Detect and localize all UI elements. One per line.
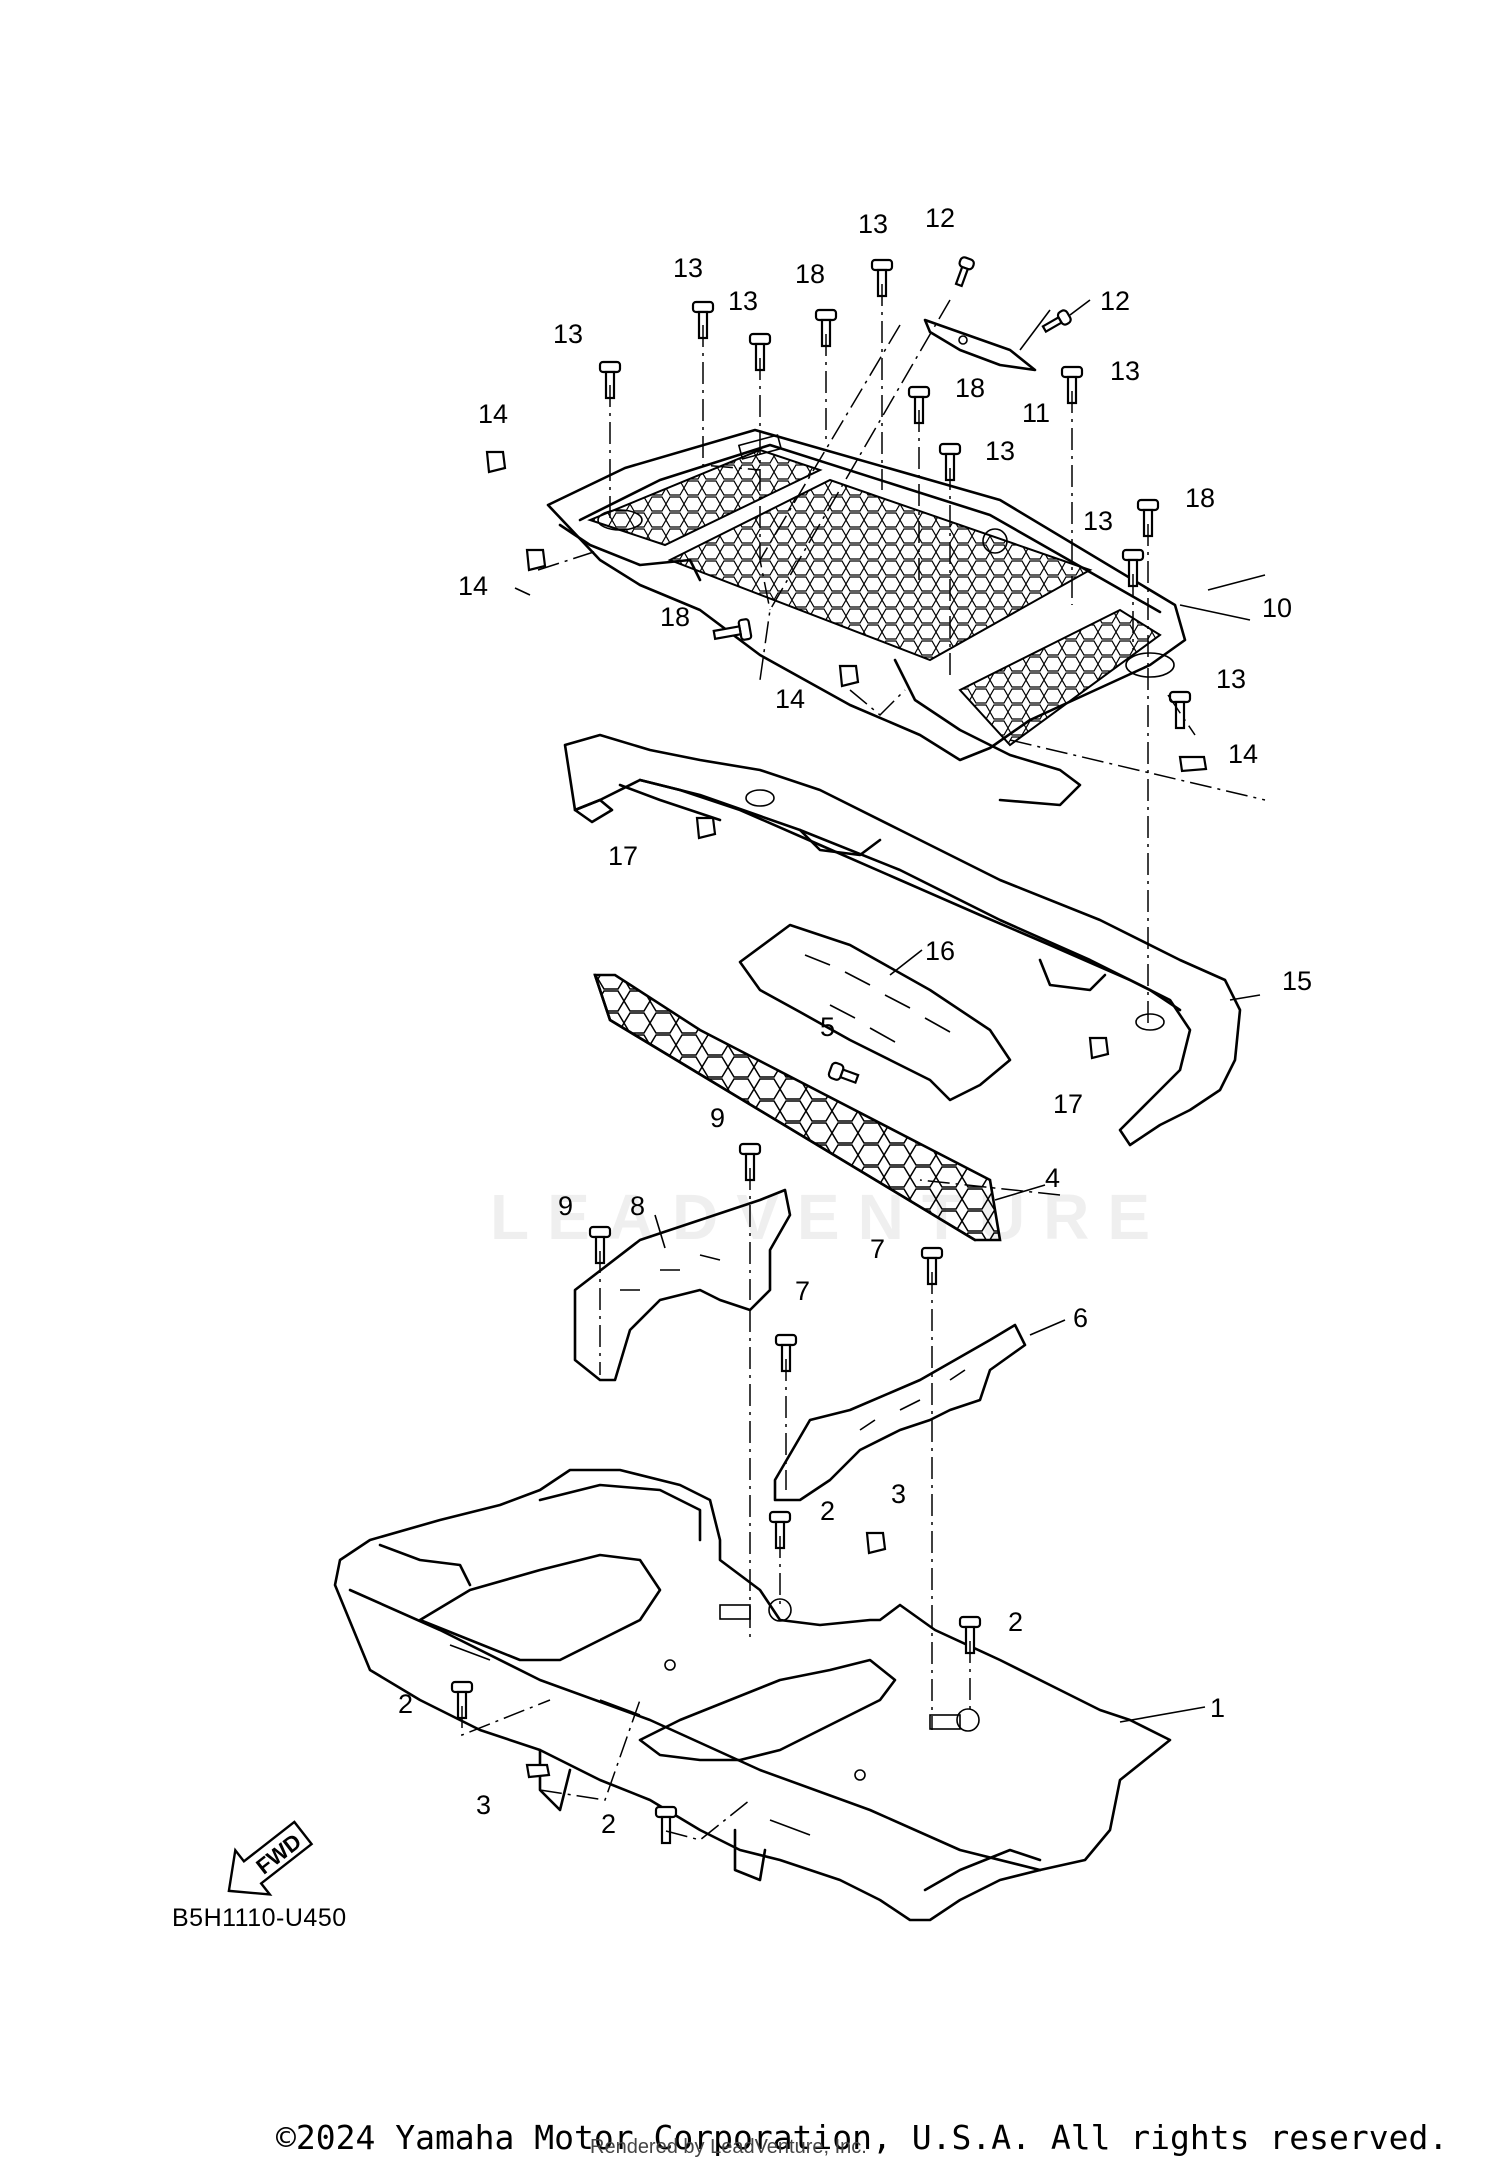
callout-13: 13 [1110,356,1140,386]
callout-18: 18 [1185,483,1215,513]
callout-13: 13 [553,319,583,349]
callout-11: 11 [1022,398,1050,428]
bolt-icon [738,1142,762,1182]
callout-7: 7 [870,1234,885,1264]
callout-2: 2 [1008,1607,1023,1637]
clip-icon [695,816,717,840]
bracket-part-6[interactable] [773,1323,1027,1502]
clip-icon [525,1763,551,1779]
bolt-icon [654,1805,678,1845]
leader-lines [514,299,1266,1723]
clip-icon [838,664,860,688]
screw-icon [954,256,975,288]
callout-18: 18 [955,373,985,403]
bracket-part-8[interactable] [573,1188,792,1382]
screw-icon [1041,309,1072,334]
callout-3: 3 [891,1479,906,1509]
callout-6: 6 [1073,1303,1088,1333]
callout-12: 12 [925,203,955,233]
clips [485,450,1208,1779]
callout-13: 13 [858,209,888,239]
clip-icon [1088,1036,1110,1060]
callout-13: 13 [1083,506,1113,536]
callout-2: 2 [398,1689,413,1719]
bolt-icon [774,1333,798,1373]
bolt-icon [1168,690,1192,730]
bolt-icon [712,618,753,641]
bolt-icon [870,258,894,298]
callout-14: 14 [775,684,805,714]
screw-icon [827,1061,860,1085]
diagram-code: B5H1110-U450 [172,1904,347,1932]
rendered-by: Rendered by LeadVenture, Inc. [590,2136,867,2158]
clip-icon [1178,755,1208,773]
callout-12: 12 [1100,286,1130,316]
callout-3: 3 [476,1790,491,1820]
callout-14: 14 [458,571,488,601]
bolt-icon [1060,365,1084,405]
callout-9: 9 [558,1191,573,1221]
fwd-arrow-icon: FWD [227,1820,314,1896]
cargo-bed-part-10[interactable] [546,428,1187,807]
assembly-lines [461,284,1266,1841]
callout-8: 8 [630,1191,645,1221]
callout-5: 5 [820,1012,835,1042]
bracket-part-16[interactable] [738,923,1012,1102]
callout-18: 18 [660,602,690,632]
callout-14: 14 [478,399,508,429]
callout-13: 13 [1216,664,1246,694]
callout-16: 16 [925,936,955,966]
clip-icon [525,548,547,572]
callout-13: 13 [673,253,703,283]
callouts: 1 2 2 2 2 3 3 4 5 6 7 7 8 9 9 10 11 12 1… [398,203,1312,1839]
callout-17: 17 [1053,1089,1083,1119]
callout-9: 9 [710,1103,725,1133]
callout-2: 2 [601,1809,616,1839]
bracket-part-11[interactable] [923,318,1037,372]
callout-2: 2 [820,1496,835,1526]
callout-13: 13 [985,436,1015,466]
clip-icon [865,1531,887,1555]
clip-icon [485,450,507,474]
callout-4: 4 [1045,1163,1060,1193]
copyright-notice: ©2024 Yamaha Motor Corporation, U.S.A. A… [276,2118,1449,2157]
bolt-icon [1121,548,1145,588]
callout-15: 15 [1282,966,1312,996]
rail-frame-part-15[interactable] [563,733,1242,1147]
callout-7: 7 [795,1276,810,1306]
bolt-icon [1136,498,1160,538]
mesh-panel-part-4[interactable] [593,973,1002,1242]
callout-10: 10 [1262,593,1292,623]
callout-1: 1 [1210,1693,1225,1723]
callout-18: 18 [795,259,825,289]
bolt-icon [958,1615,982,1655]
callout-14: 14 [1228,739,1258,769]
callout-17: 17 [608,841,638,871]
callout-13: 13 [728,286,758,316]
